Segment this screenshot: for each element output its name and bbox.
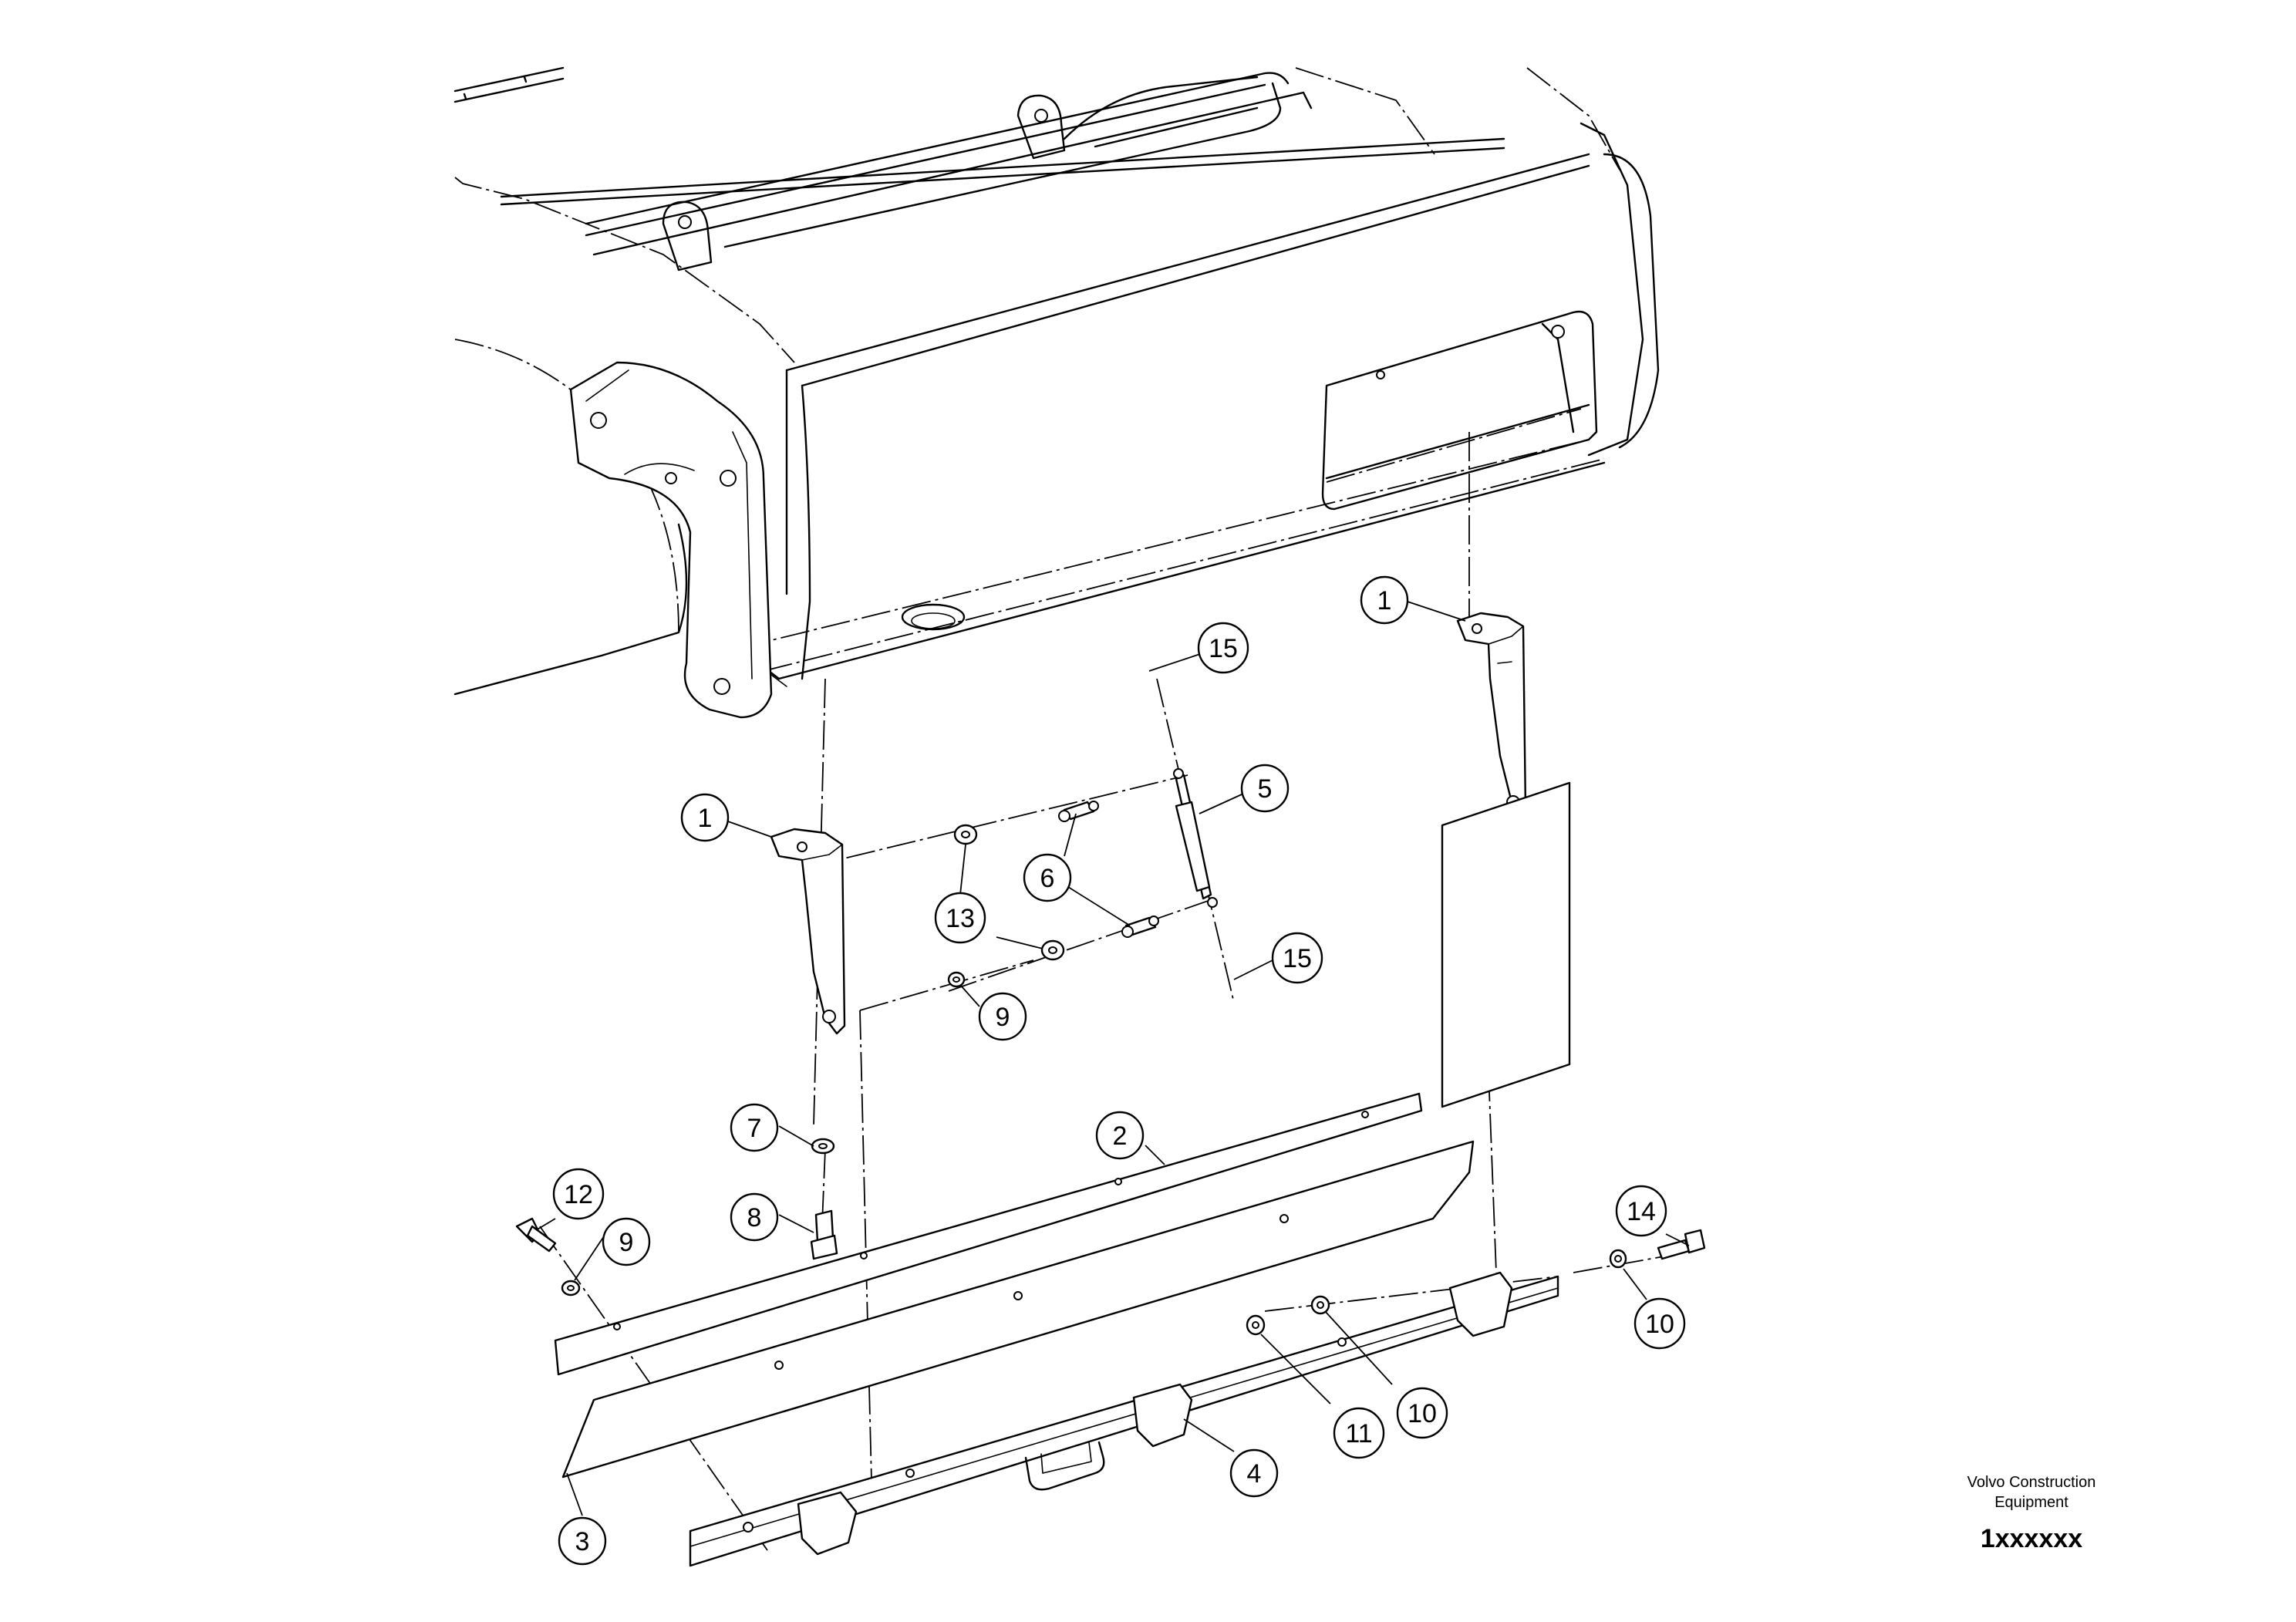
washer-9-upper[interactable] xyxy=(947,971,966,988)
callout-label: 12 xyxy=(564,1180,593,1209)
gas-strut[interactable] xyxy=(1173,768,1218,908)
callout-label: 11 xyxy=(1345,1419,1372,1448)
title-block: Volvo Construction Equipment 1xxxxxx xyxy=(1967,1474,2096,1553)
callout-8: 8 xyxy=(730,1192,779,1242)
bracket-left[interactable] xyxy=(770,828,846,1035)
callout-label: 1 xyxy=(1377,586,1392,615)
washer-13-upper[interactable] xyxy=(953,824,978,845)
callout-5: 5 xyxy=(1240,764,1290,813)
callout-label: 9 xyxy=(996,1003,1010,1032)
callout-2: 2 xyxy=(1095,1111,1145,1160)
bolt-8[interactable] xyxy=(810,1209,838,1260)
callout-label: 10 xyxy=(1408,1399,1437,1428)
callout-10-right: 10 xyxy=(1633,1297,1686,1350)
washer-13-lower[interactable] xyxy=(1040,939,1065,961)
callout-15-upper: 15 xyxy=(1197,622,1249,674)
cover-plate[interactable] xyxy=(1441,781,1571,1108)
skirt-plate-3[interactable] xyxy=(561,1140,1475,1479)
leader-lines xyxy=(535,601,1690,1516)
drawing-code: 1xxxxxx xyxy=(1981,1524,2082,1553)
washer-9-lower[interactable] xyxy=(561,1280,581,1297)
callout-label: 4 xyxy=(1247,1459,1262,1489)
callout-6: 6 xyxy=(1023,853,1072,902)
callout-label: 7 xyxy=(747,1114,762,1143)
bolt-14[interactable] xyxy=(1657,1229,1706,1260)
callout-3: 3 xyxy=(558,1516,607,1566)
callout-11: 11 xyxy=(1333,1407,1385,1459)
callout-label: 10 xyxy=(1645,1310,1674,1339)
callout-label: 8 xyxy=(747,1203,762,1233)
bolt-12[interactable] xyxy=(515,1217,557,1253)
callout-13: 13 xyxy=(934,892,986,944)
strip-2[interactable] xyxy=(554,1092,1423,1376)
machine-body xyxy=(453,66,1660,719)
callout-label: 5 xyxy=(1258,774,1273,804)
callout-label: 1 xyxy=(698,804,713,833)
callout-label: 6 xyxy=(1040,864,1055,893)
ball-stud-lower[interactable] xyxy=(1121,916,1159,938)
brand-subtitle: Equipment xyxy=(1994,1494,2068,1511)
callout-12: 12 xyxy=(552,1168,605,1220)
callout-14: 14 xyxy=(1615,1185,1667,1237)
callout-10-lower: 10 xyxy=(1396,1387,1448,1439)
lower-rail-4[interactable] xyxy=(689,1271,1559,1567)
callout-label: 15 xyxy=(1209,634,1238,663)
ball-stud-upper[interactable] xyxy=(1058,801,1099,822)
callout-1-left: 1 xyxy=(680,793,730,842)
callout-label: 3 xyxy=(575,1527,590,1556)
washer-10-lower[interactable] xyxy=(1310,1295,1330,1315)
callout-1-right: 1 xyxy=(1360,575,1409,625)
callout-label: 2 xyxy=(1113,1121,1128,1151)
callout-label: 13 xyxy=(946,904,975,933)
callout-9-upper: 9 xyxy=(978,992,1027,1041)
callout-label: 9 xyxy=(619,1228,634,1257)
callout-label: 14 xyxy=(1627,1197,1656,1226)
nut-11[interactable] xyxy=(1246,1314,1266,1336)
washer-7[interactable] xyxy=(811,1138,835,1155)
washer-10-right[interactable] xyxy=(1609,1249,1627,1269)
callout-7: 7 xyxy=(730,1103,779,1152)
callout-9-lower: 9 xyxy=(602,1217,651,1266)
brand-name: Volvo Construction xyxy=(1967,1474,2096,1491)
callout-4: 4 xyxy=(1229,1448,1279,1498)
callout-label: 15 xyxy=(1283,944,1312,973)
bracket-right[interactable] xyxy=(1456,612,1527,819)
callout-15-lower: 15 xyxy=(1271,932,1323,984)
